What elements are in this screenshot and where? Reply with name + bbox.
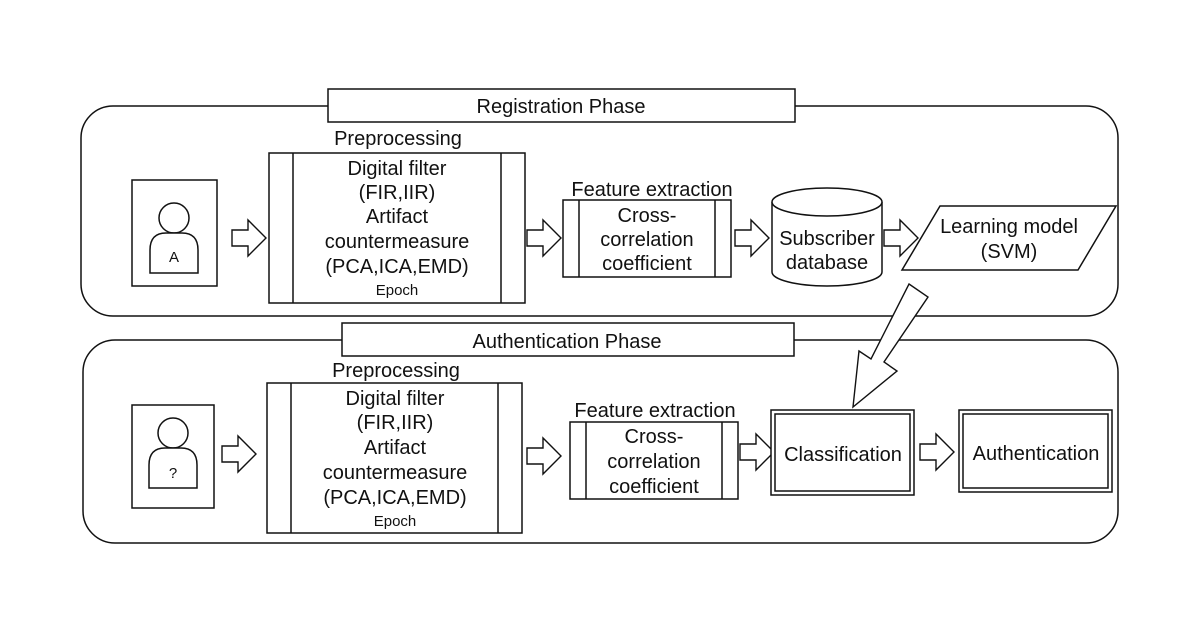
registration-feature-box bbox=[562, 199, 732, 278]
registration-feature-line3: coefficient bbox=[602, 253, 692, 275]
classification-box bbox=[770, 409, 915, 496]
authentication-preprocessing-line5: (PCA,ICA,EMD) bbox=[323, 487, 466, 509]
authentication-feature-line3: coefficient bbox=[609, 476, 699, 498]
registration-preprocessing-line6: Epoch bbox=[376, 282, 419, 299]
authentication-feature-line1: Cross- bbox=[625, 426, 684, 448]
registered-user-letter: A bbox=[169, 249, 179, 266]
registration-preprocessing-title: Preprocessing bbox=[334, 128, 462, 150]
authentication-feature-box bbox=[569, 421, 739, 500]
arrow-right-icon bbox=[526, 218, 562, 258]
learning-model-line1: Learning model bbox=[940, 216, 1078, 238]
subscriber-database-line2: database bbox=[786, 252, 868, 274]
subscriber-database-icon bbox=[771, 187, 883, 287]
authentication-preprocessing-line6: Epoch bbox=[374, 513, 417, 530]
arrow-right-icon bbox=[221, 434, 257, 474]
classification-label: Classification bbox=[784, 444, 902, 466]
registration-phase-title: Registration Phase bbox=[477, 96, 646, 118]
authentication-result-box bbox=[958, 409, 1113, 493]
registration-preprocessing-box bbox=[268, 152, 526, 304]
registration-phase-title-box bbox=[327, 88, 796, 123]
authentication-phase-title: Authentication Phase bbox=[472, 331, 661, 353]
arrow-right-icon bbox=[734, 218, 770, 258]
subscriber-database-line1: Subscriber bbox=[779, 228, 875, 250]
authentication-feature-line2: correlation bbox=[607, 451, 700, 473]
registration-feature-line1: Cross- bbox=[618, 205, 677, 227]
authentication-preprocessing-line2: (FIR,IIR) bbox=[357, 412, 434, 434]
authentication-result-label: Authentication bbox=[973, 443, 1100, 465]
authentication-preprocessing-box bbox=[266, 382, 523, 534]
registered-user-icon: A bbox=[131, 179, 218, 287]
authentication-preprocessing-line1: Digital filter bbox=[346, 388, 445, 410]
registration-feature-title: Feature extraction bbox=[571, 179, 732, 201]
authentication-phase-title-box bbox=[341, 322, 795, 357]
arrow-right-icon bbox=[526, 436, 562, 476]
authentication-preprocessing-line4: countermeasure bbox=[323, 462, 468, 484]
learning-model-line2: (SVM) bbox=[981, 241, 1038, 263]
authentication-preprocessing-line3: Artifact bbox=[364, 437, 427, 459]
arrow-right-icon bbox=[231, 218, 267, 258]
learning-model-box bbox=[900, 205, 1118, 271]
registration-preprocessing-line4: countermeasure bbox=[325, 231, 470, 253]
unknown-user-letter: ? bbox=[169, 465, 177, 482]
registration-preprocessing-line2: (FIR,IIR) bbox=[359, 182, 436, 204]
authentication-feature-title: Feature extraction bbox=[574, 400, 735, 422]
registration-preprocessing-line3: Artifact bbox=[366, 206, 429, 228]
registration-preprocessing-line5: (PCA,ICA,EMD) bbox=[325, 256, 468, 278]
unknown-user-icon: ? bbox=[131, 404, 215, 509]
arrow-right-icon bbox=[883, 218, 919, 258]
arrow-right-icon bbox=[919, 432, 955, 472]
registration-preprocessing-line1: Digital filter bbox=[348, 158, 447, 180]
arrow-right-icon bbox=[739, 432, 775, 472]
registration-feature-line2: correlation bbox=[600, 229, 693, 251]
authentication-preprocessing-title: Preprocessing bbox=[332, 360, 460, 382]
model-to-classification-arrow-icon bbox=[852, 282, 929, 409]
